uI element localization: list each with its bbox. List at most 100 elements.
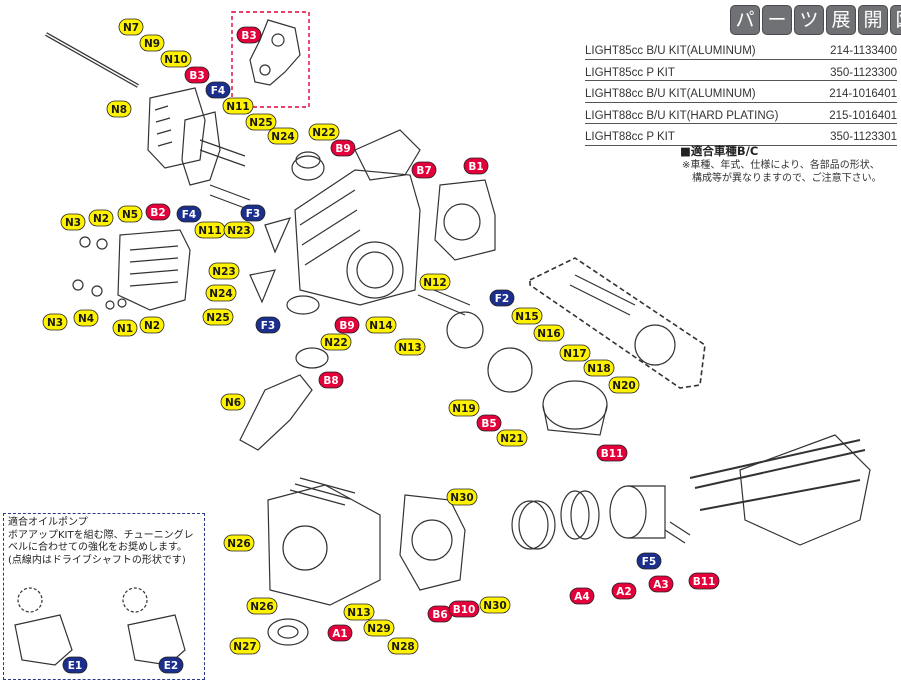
part-label-n2: N2 (139, 316, 165, 334)
title-char: ー (762, 5, 792, 35)
part-label-b11: B11 (688, 572, 720, 590)
part-drawings (14, 11, 871, 666)
label-text: N16 (537, 328, 560, 340)
part-label-f5: F5 (636, 552, 662, 570)
part-label-n27: N27 (229, 637, 261, 655)
part-label-b5: B5 (476, 414, 502, 432)
note-line: 構成等が異なりますので、ご注意下さい。 (692, 173, 882, 184)
part-label-b8: B8 (318, 371, 344, 389)
compatibility-note: ■適合車種B/C ※車種、年式、仕様により、各部品の形状、 構成等が異なりますの… (680, 143, 895, 185)
label-text: B11 (601, 448, 624, 460)
label-pill (62, 656, 88, 674)
label-pill (496, 429, 528, 447)
label-pill (240, 204, 266, 222)
label-pill (596, 444, 628, 462)
oil-pump-box: 適合オイルポンプ ボアアップKITを組む際、チューニングレ ベルに合わせての強化… (3, 513, 205, 680)
label-text: N19 (452, 403, 475, 415)
part-label-n3: N3 (42, 313, 68, 331)
label-text: F2 (495, 293, 509, 305)
label-text: A1 (332, 628, 347, 640)
label-text: N25 (249, 117, 272, 129)
label-pill (139, 316, 165, 334)
label-pill (117, 205, 143, 223)
label-text: N4 (78, 313, 94, 325)
label-pill (202, 308, 234, 326)
part-label-b9: B9 (334, 316, 360, 334)
label-text: N23 (212, 266, 235, 278)
label-text: B6 (432, 609, 447, 621)
title-char: 展 (826, 5, 856, 35)
part-label-a2: A2 (611, 582, 637, 600)
label-pill (118, 18, 144, 36)
label-text: N28 (391, 641, 414, 653)
label-pill (569, 587, 595, 605)
label-pill (394, 338, 426, 356)
label-text: N3 (65, 217, 81, 229)
label-text: N5 (122, 209, 138, 221)
part-label-n12: N12 (419, 273, 451, 291)
kit-code: 214-1016401 (829, 88, 897, 101)
label-text: E2 (164, 660, 178, 672)
label-text: N30 (450, 492, 473, 504)
label-text: N24 (209, 288, 232, 300)
part-label-f3: F3 (255, 316, 281, 334)
label-text: A3 (653, 579, 668, 591)
label-text: B9 (335, 143, 350, 155)
label-pill (320, 333, 352, 351)
label-pill (223, 534, 255, 552)
oil-pump-line: ボアアップKITを組む際、チューニングレ (8, 529, 194, 541)
label-pill (42, 313, 68, 331)
part-label-n19: N19 (448, 399, 480, 417)
label-pill (446, 488, 478, 506)
part-label-n11: N11 (222, 97, 254, 115)
label-pill (145, 203, 171, 221)
kit-name: LIGHT85cc B/U KIT(ALUMINUM) (585, 45, 756, 57)
label-text: N9 (144, 38, 160, 50)
label-pill (365, 316, 397, 334)
label-text: B7 (416, 165, 431, 177)
part-label-n22: N22 (320, 333, 352, 351)
label-text: B2 (150, 207, 165, 219)
label-text: A2 (616, 586, 631, 598)
part-label-n18: N18 (583, 359, 615, 377)
label-text: B9 (339, 320, 354, 332)
label-pill (205, 284, 237, 302)
label-pill (583, 359, 615, 377)
kit-row: LIGHT85cc P KIT 350-1123300 (585, 60, 897, 82)
label-text: N11 (198, 225, 221, 237)
label-text: N2 (144, 320, 160, 332)
label-text: B10 (453, 604, 476, 616)
label-pill (327, 624, 353, 642)
title-char: 図 (890, 5, 901, 35)
label-pill (476, 414, 502, 432)
title-badge: パ ー ツ 展 開 図 (730, 5, 901, 35)
part-label-f2: F2 (489, 289, 515, 307)
label-text: E1 (68, 660, 82, 672)
label-pill (608, 376, 640, 394)
label-pill (343, 603, 375, 621)
label-pill (636, 552, 662, 570)
kit-code: 350-1123300 (830, 66, 897, 79)
kit-row: LIGHT88cc B/U KIT(HARD PLATING) 215-1016… (585, 103, 897, 125)
label-pill (419, 273, 451, 291)
oil-pump-line: ベルに合わせての強化をお奨めします。 (8, 542, 187, 554)
part-label-n14: N14 (365, 316, 397, 334)
part-label-f4: F4 (176, 205, 202, 223)
part-label-n7: N7 (118, 18, 144, 36)
label-pill (267, 127, 299, 145)
label-pill (448, 399, 480, 417)
part-label-n23: N23 (223, 221, 255, 239)
kit-table: LIGHT85cc B/U KIT(ALUMINUM) 214-1133400 … (585, 38, 897, 146)
label-text: N1 (117, 323, 133, 335)
label-pill (688, 572, 720, 590)
label-pill (184, 66, 210, 84)
part-label-n6: N6 (220, 393, 246, 411)
part-label-e1: E1 (62, 656, 88, 674)
part-label-e2: E2 (158, 656, 184, 674)
label-text: B1 (468, 161, 483, 173)
part-label-n15: N15 (511, 307, 543, 325)
part-label-n23: N23 (208, 262, 240, 280)
label-pill (489, 289, 515, 307)
part-label-b1: B1 (463, 157, 489, 175)
